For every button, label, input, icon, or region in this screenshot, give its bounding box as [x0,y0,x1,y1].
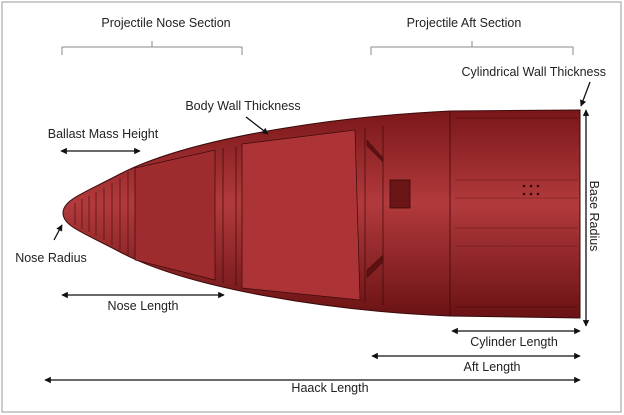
haack-length-label: Haack Length [291,381,368,395]
body-section [241,129,361,301]
ballast-mass [134,149,216,281]
cylindrical-wall-arrow [580,81,591,107]
nose-radius-label: Nose Radius [15,251,87,265]
ballast-mass-height-label: Ballast Mass Height [48,127,159,141]
cylinder-length-label: Cylinder Length [470,335,558,349]
aft-section-bracket [370,41,574,55]
nose-section-bracket [61,41,243,55]
mount-bracket [389,179,411,209]
vent-holes [522,184,540,196]
base-radius-label: Base Radius [587,181,601,252]
aft-length-label: Aft Length [464,360,521,374]
body-wall-arrow [245,116,269,135]
cylindrical-wall-thickness-label: Cylindrical Wall Thickness [462,65,606,79]
projectile-body [62,109,581,319]
nose-rings [74,172,129,256]
aft-section-title: Projectile Aft Section [407,16,522,30]
nose-section-title: Projectile Nose Section [101,16,230,30]
body-wall-thickness-label: Body Wall Thickness [185,99,300,113]
nose-length-label: Nose Length [108,299,179,313]
nose-radius-arrow [53,224,63,241]
